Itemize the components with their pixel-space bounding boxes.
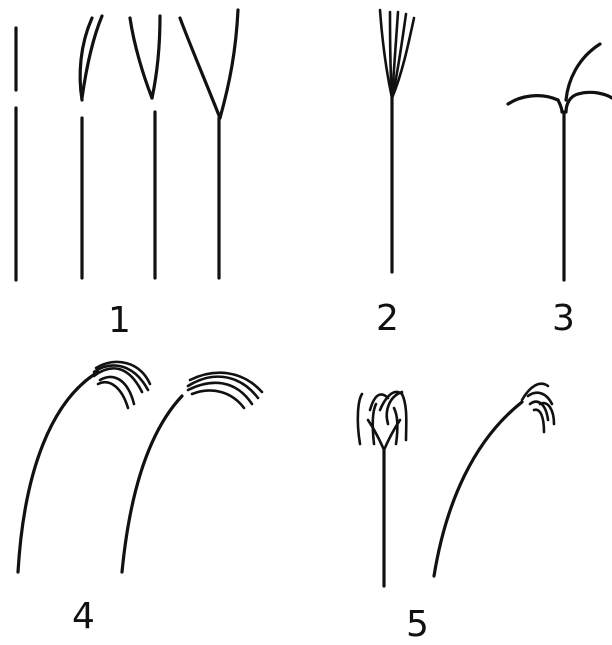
- wide-split-stem-icon: [180, 10, 238, 278]
- arched-feathered-stem-icon: [122, 373, 262, 572]
- figure-4-group: 4: [18, 362, 262, 637]
- figure-3-group: 3: [508, 44, 612, 339]
- figure-label-4: 4: [72, 596, 95, 637]
- figure-1-group: 1: [16, 10, 238, 341]
- bunched-tip-stem-icon: [380, 10, 414, 272]
- arched-feathered-stem-icon: [18, 362, 150, 572]
- medium-split-stem-icon: [130, 16, 160, 278]
- crown-tip-stem-icon: [358, 392, 407, 586]
- slight-split-stem-icon: [80, 16, 102, 278]
- figure-2-group: 2: [376, 10, 414, 339]
- figure-label-5: 5: [406, 604, 429, 645]
- figure-label-3: 3: [552, 298, 575, 339]
- figure-5-group: 5: [358, 384, 554, 645]
- arched-crown-tip-stem-icon: [434, 384, 554, 576]
- figure-label-1: 1: [108, 300, 131, 341]
- branched-tip-stem-icon: [508, 44, 612, 280]
- figure-label-2: 2: [376, 298, 399, 339]
